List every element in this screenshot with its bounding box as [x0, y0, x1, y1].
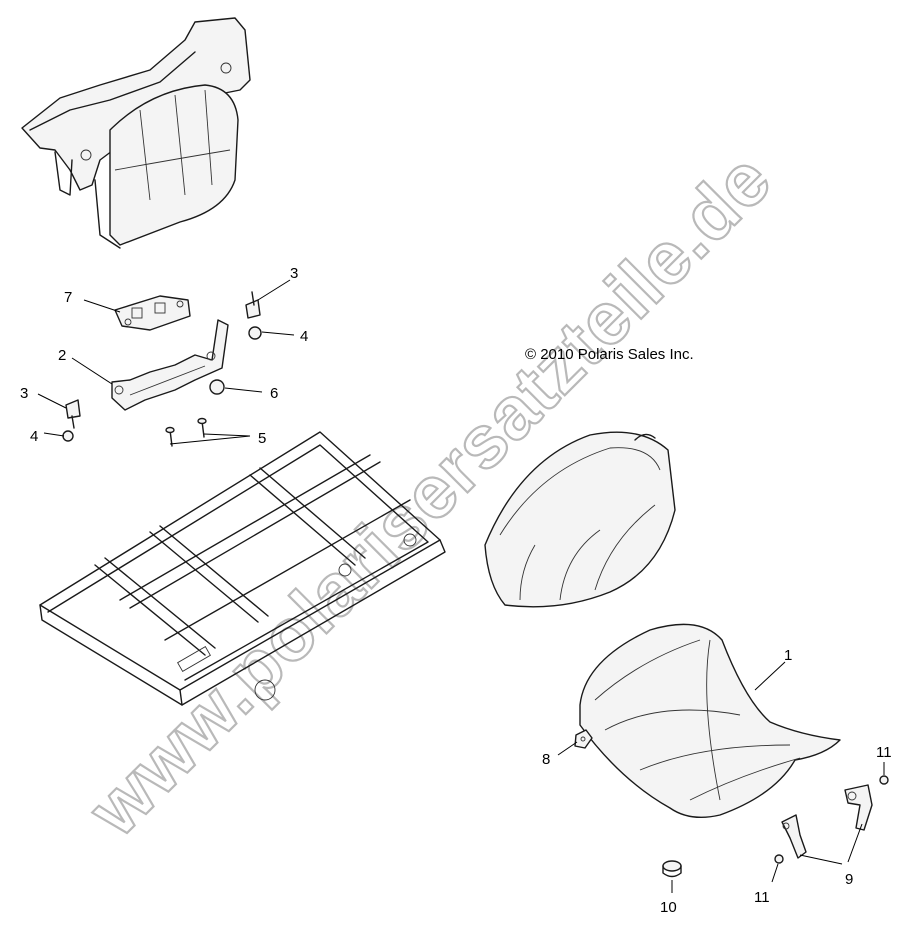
seat-back-cushion	[484, 431, 676, 608]
bracket-part-2	[111, 319, 229, 411]
callout-8: 8	[542, 751, 550, 768]
callout-5: 5	[258, 430, 266, 447]
callout-11-bottom: 11	[754, 889, 770, 906]
callout-6: 6	[270, 385, 278, 402]
nut-part-4	[62, 326, 262, 442]
callout-4-left: 4	[30, 428, 38, 445]
callout-10: 10	[660, 899, 677, 916]
callout-3-top: 3	[290, 265, 298, 282]
seat-part-1	[579, 623, 841, 818]
copyright-notice: © 2010 Polaris Sales Inc.	[525, 346, 694, 363]
callout-1: 1	[784, 647, 792, 664]
callout-2: 2	[58, 347, 66, 364]
callout-labels: 1 2 3 3 4 4 5 6 7 8 9 10 11 11	[20, 265, 892, 916]
bracket-part-9	[781, 784, 873, 859]
leader-lines	[37, 279, 885, 893]
screw-part-5	[165, 417, 207, 447]
seat-back-assembly	[21, 17, 251, 249]
nut-part-11	[774, 775, 889, 864]
callout-9: 9	[845, 871, 853, 888]
nut-part-6	[209, 379, 225, 395]
grommet-part-10	[662, 860, 682, 878]
latch-part-7	[114, 295, 191, 331]
bolt-part-3	[65, 291, 261, 429]
seat-frame	[39, 431, 446, 706]
clip-part-8	[574, 729, 593, 749]
callout-4-top: 4	[300, 328, 308, 345]
callout-11-right: 11	[876, 744, 892, 761]
callout-7: 7	[64, 289, 72, 306]
callout-3-left: 3	[20, 385, 28, 402]
